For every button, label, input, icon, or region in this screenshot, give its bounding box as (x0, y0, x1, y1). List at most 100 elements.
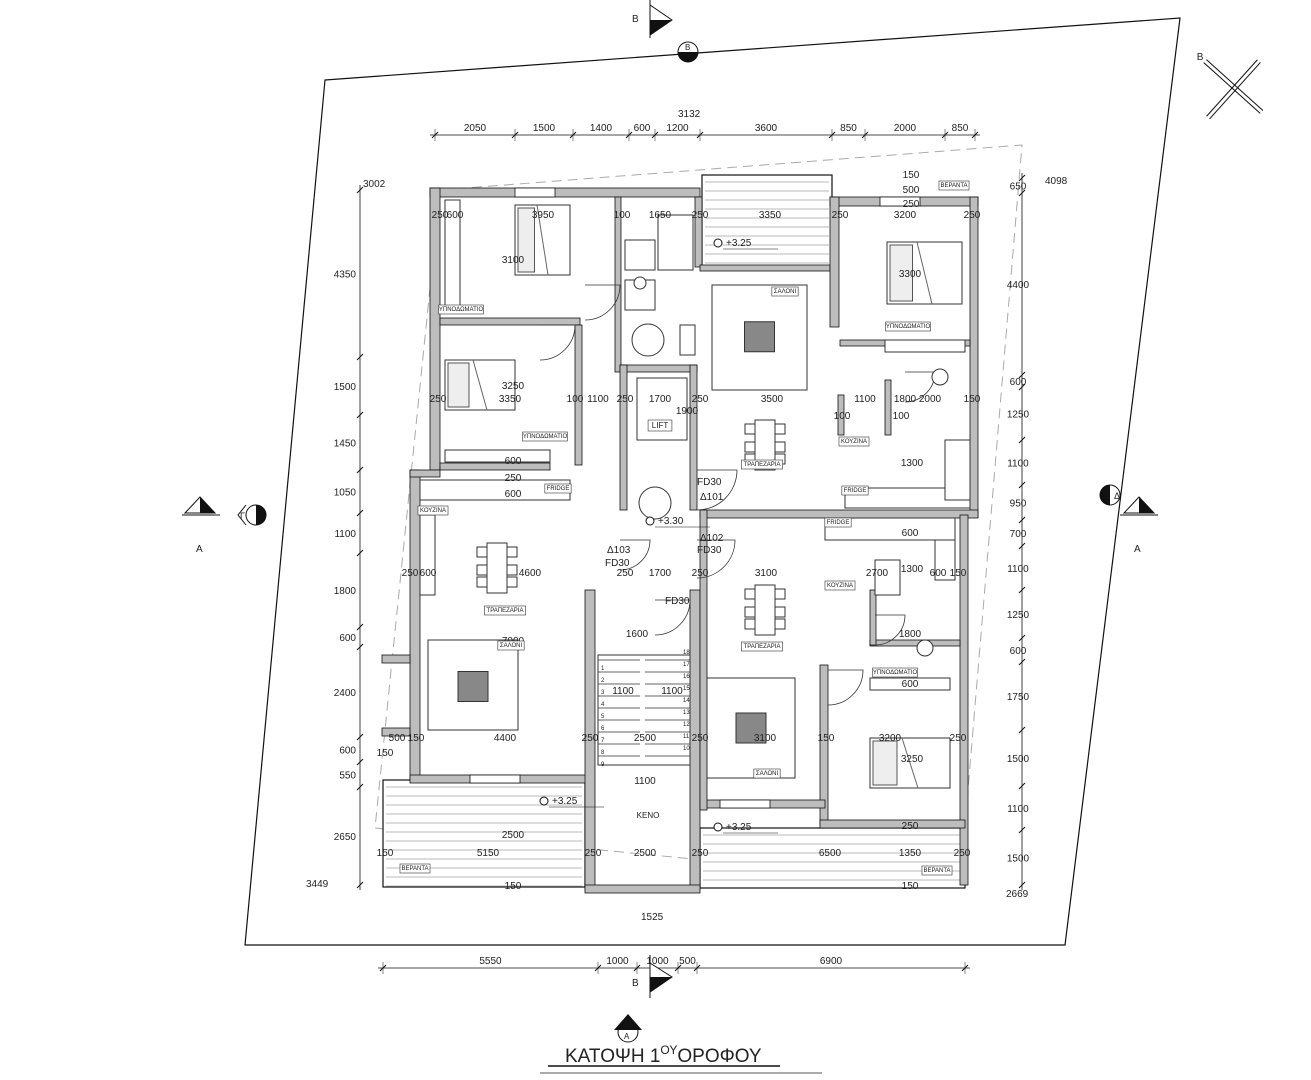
chair (774, 423, 786, 435)
wall (969, 196, 979, 518)
section-marker-left: A (182, 496, 220, 555)
dimension-tick (1018, 586, 1026, 594)
interior-dimension: 1600 (626, 629, 649, 640)
stair-step-number: 13 (683, 710, 690, 716)
room-label: ΒΕΡΑΝΤΑ (401, 866, 428, 872)
window (514, 187, 556, 198)
dimension-tick (1018, 726, 1026, 734)
stair-step-number: 7 (601, 738, 605, 744)
bottom-dimension: 1000 (646, 956, 669, 967)
interior-dimension: 500 (903, 185, 920, 196)
room-label-box (522, 431, 568, 442)
interior-dimension: 1900 (676, 406, 699, 417)
interior-dimension: 150 (950, 568, 967, 579)
top-dimension: 600 (634, 123, 651, 134)
boundary-length-bottom-right: 2669 (1006, 889, 1029, 900)
section-marker-bottom-circle: A (614, 1014, 642, 1043)
dimension-tick (356, 466, 364, 474)
wall (574, 324, 583, 466)
wall (614, 196, 622, 373)
interior-dimension: 3350 (499, 394, 522, 405)
interior-dimension: 1300 (901, 458, 924, 469)
chair (506, 576, 518, 588)
interior-dimension: 150 (903, 170, 920, 181)
dimension-tick (356, 353, 364, 361)
svg-text:B: B (1197, 52, 1204, 63)
door-label: FD30 (697, 477, 722, 488)
interior-dimension: 150 (902, 881, 919, 892)
stair-step-number: 10 (683, 746, 690, 752)
stair-step-number: 6 (601, 726, 605, 732)
right-dimension: 650 (1010, 182, 1027, 193)
room-label-box (872, 667, 918, 678)
interior-dimension: 1700 (649, 568, 672, 579)
interior-dimension: 500 (389, 733, 406, 744)
right-dimension: 1750 (1007, 692, 1030, 703)
level-label: +3.25 (552, 796, 578, 807)
svg-text:B: B (685, 43, 690, 52)
top-dimension: 2000 (894, 123, 917, 134)
pillow (517, 207, 535, 273)
chair (744, 618, 756, 630)
interior-dimension: 250 (692, 733, 709, 744)
room-label-box (841, 485, 869, 496)
interior-dimension: 2000 (919, 394, 942, 405)
interior-dimension: 250 (902, 821, 919, 832)
right-dimension: 950 (1010, 499, 1027, 510)
wardrobe (444, 449, 551, 463)
section-marker-top-circle: B (677, 41, 699, 63)
level-marker-icon (539, 796, 549, 806)
right-dimension: 1100 (1007, 804, 1029, 815)
interior-dimension: 250 (402, 568, 419, 579)
interior-dimension: 600 (505, 489, 522, 500)
top-dimension: 1200 (666, 123, 689, 134)
room-label-box (741, 459, 783, 470)
interior-dimension: 150 (505, 881, 522, 892)
door-label: Δ101 (700, 492, 724, 503)
fixture-circle (633, 276, 647, 290)
bed-sheet (916, 241, 933, 305)
veranda-area (701, 174, 833, 268)
wardrobe (884, 339, 966, 353)
interior-dimension: 250 (950, 733, 967, 744)
left-dimension: 550 (339, 771, 356, 782)
dimension-tick (356, 623, 364, 631)
room-label-box (771, 286, 799, 297)
chair (476, 576, 488, 588)
interior-dimension: 250 (430, 394, 447, 405)
bottom-dimension: 5550 (479, 956, 502, 967)
wall (619, 364, 628, 511)
interior-dimension: 3250 (901, 754, 924, 765)
boundary-length-bottom-left: 3449 (306, 879, 329, 890)
chair (506, 546, 518, 558)
svg-text:B: B (632, 14, 639, 25)
chair (744, 588, 756, 600)
stairwell (597, 654, 691, 766)
stair-step-number: 8 (601, 750, 605, 756)
bed-sheet (536, 204, 549, 276)
room-label: ΥΠΝΟΔΩΜΑΤΙΟ (439, 307, 484, 313)
room-label: ΚΟΥΖΙΝΑ (420, 508, 446, 514)
bathroom-fixture (657, 214, 694, 271)
interior-dimension: 100 (893, 411, 910, 422)
left-dimension: 1500 (334, 382, 357, 393)
chair (476, 546, 488, 558)
dimension-tick (1018, 516, 1026, 524)
right-dimension: 1500 (1007, 754, 1030, 765)
left-dimension: 2650 (334, 832, 357, 843)
interior-dimension: 250 (692, 210, 709, 221)
room-label: KENO (637, 811, 660, 820)
interior-dimension: 600 (447, 210, 464, 221)
elevation-marker-right: Δ (1099, 484, 1121, 506)
dimension-tick (356, 509, 364, 517)
left-dimension: 2400 (334, 688, 357, 699)
chair (744, 606, 756, 618)
interior-dimension: 1350 (899, 848, 922, 859)
interior-dimension: 150 (818, 733, 835, 744)
boundary-length-top-left: 3002 (363, 179, 386, 190)
interior-dimension: 600 (420, 568, 437, 579)
walls (381, 187, 979, 894)
dimension-tick (1018, 881, 1026, 889)
dimension-tick (1018, 371, 1026, 379)
wall (837, 394, 845, 436)
